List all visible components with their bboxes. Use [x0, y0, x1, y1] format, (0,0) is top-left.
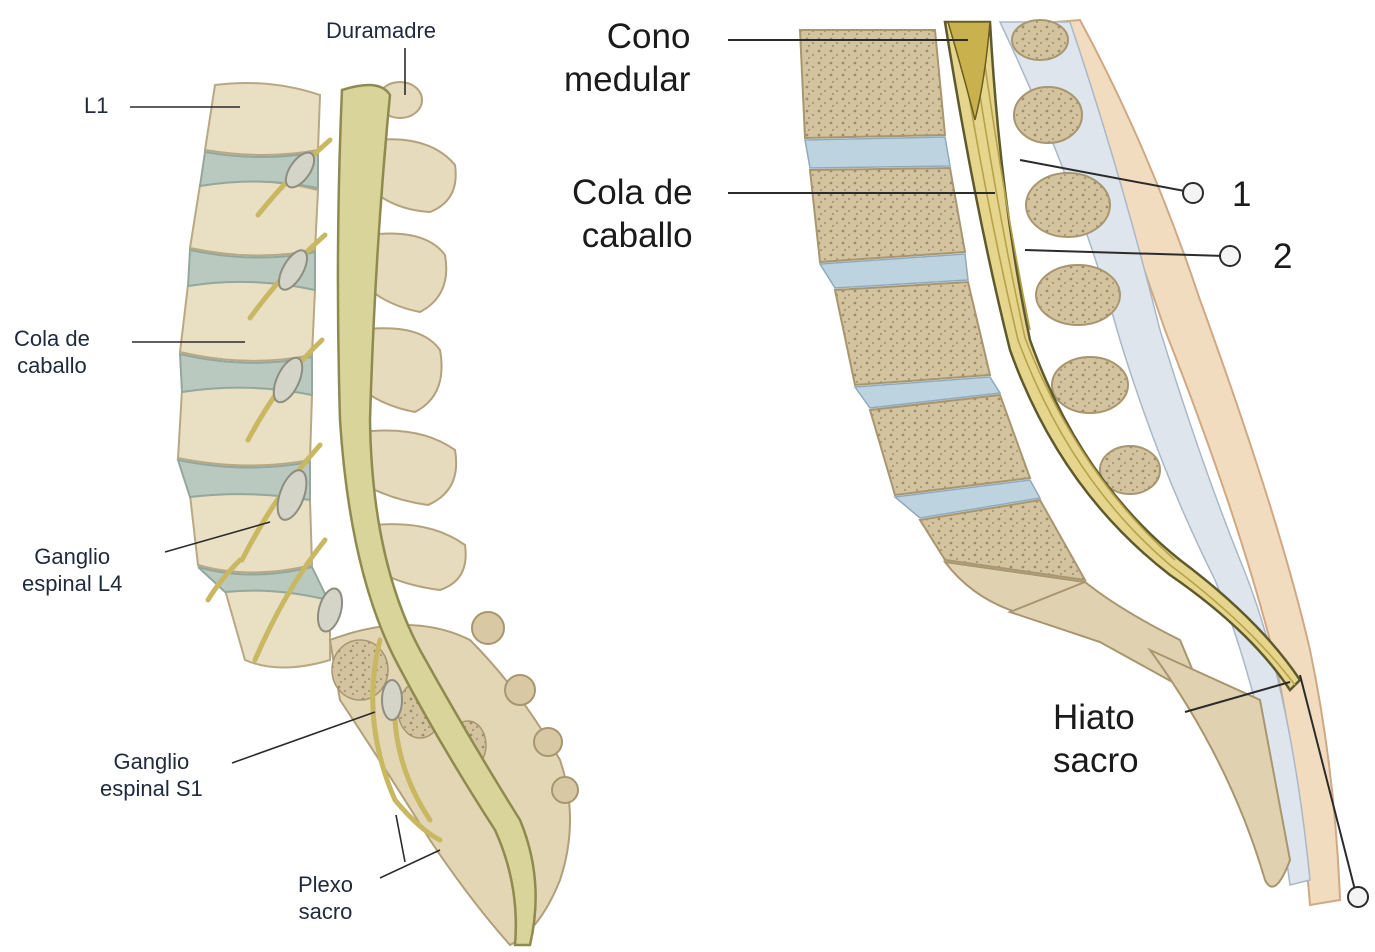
label-cola-de-caballo-right: Cola de caballo — [572, 173, 693, 255]
label-ganglio-espinal-s1: Ganglio espinal S1 — [100, 749, 203, 801]
label-cola-de-caballo-left: Cola de caballo — [14, 326, 90, 378]
right-sagittal-section — [798, 18, 1342, 907]
dural-sac — [336, 83, 537, 947]
sagittal-spinous-processes — [1011, 19, 1161, 495]
label-l1: L1 — [84, 93, 109, 118]
posterior-soft-tissue — [1053, 18, 1342, 907]
sagittal-sacrum — [942, 560, 1292, 888]
left-leader-lines — [130, 48, 441, 879]
left-lumbar-spine — [176, 81, 579, 947]
sacral-processes — [471, 611, 579, 804]
spinal-ganglia — [272, 151, 403, 721]
label-cono-medular: Cono medular — [564, 17, 691, 99]
spinous-processes — [356, 81, 467, 592]
sagittal-discs — [804, 136, 1042, 519]
label-plexo-sacro: Plexo sacro — [298, 872, 354, 924]
label-ganglio-espinal-l4: Ganglio espinal L4 — [22, 544, 123, 596]
needles — [1019, 159, 1369, 908]
conus-medullaris — [946, 21, 991, 121]
label-hiato-sacro: Hiato sacro — [1053, 698, 1139, 780]
label-duramadre: Duramadre — [326, 18, 437, 43]
right-leader-lines — [728, 39, 1291, 713]
label-needle-2: 2 — [1273, 237, 1293, 276]
label-needle-1: 1 — [1232, 175, 1252, 214]
sagittal-vertebral-bodies — [798, 29, 1087, 582]
cauda-fibers — [957, 29, 1296, 686]
